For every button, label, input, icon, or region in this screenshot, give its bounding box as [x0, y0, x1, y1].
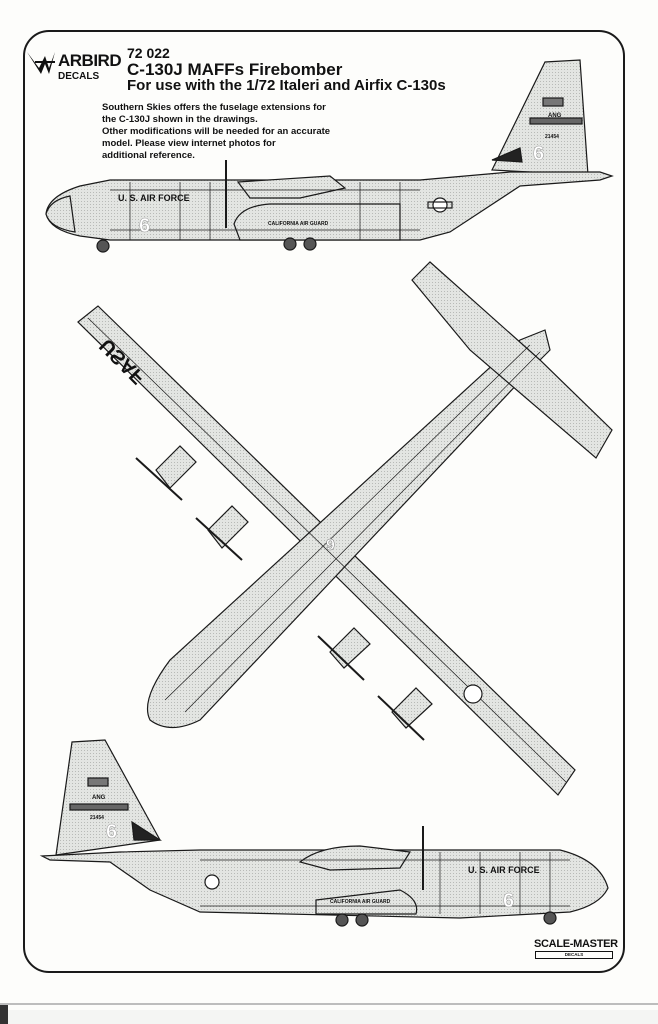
note-line: Other modifications will be needed for a…	[102, 126, 331, 137]
warbird-logo-icon	[27, 52, 55, 74]
catalog-number: 72 022	[127, 45, 170, 61]
top-view-drawing	[77, 261, 613, 796]
scale-master-bar: DECALS	[535, 951, 613, 959]
center-number: 9	[326, 537, 335, 554]
fuselage-number: 6	[503, 890, 514, 912]
tail-text: ANG	[92, 795, 106, 801]
sheet-border	[23, 30, 625, 973]
logo-subtitle: DECALS	[58, 71, 100, 82]
scan-shadow	[0, 1005, 8, 1024]
fuselage-text: U. S. AIR FORCE	[118, 193, 190, 203]
note-line: the C-130J shown in the drawings.	[102, 114, 258, 125]
left-profile-drawing	[45, 59, 614, 253]
scale-master-brand: SCALE-MASTER	[534, 938, 618, 950]
tail-number: 6	[106, 821, 117, 843]
note-line: Southern Skies offers the fuselage exten…	[102, 102, 326, 113]
note-line: additional reference.	[102, 150, 195, 161]
module-text: CALIFORNIA AIR GUARD	[330, 899, 391, 905]
logo-wordmark: ARBIRD	[58, 51, 122, 70]
tail-text: ANG	[548, 113, 562, 119]
tail-serial: 21454	[545, 134, 559, 140]
tail-serial: 21454	[90, 815, 104, 821]
page-edge	[0, 1003, 658, 1005]
module-text: CALIFORNIA AIR GUARD	[268, 221, 329, 227]
tail-number: 6	[533, 143, 544, 165]
sheet-title: C-130J MAFFs Firebomber	[127, 60, 343, 79]
fuselage-text: U. S. AIR FORCE	[468, 865, 540, 875]
notes-block: Southern Skies offers the fuselage exten…	[102, 102, 362, 162]
note-line: model. Please view internet photos for	[102, 138, 276, 149]
fuselage-number: 6	[139, 215, 150, 237]
right-profile-drawing	[39, 739, 609, 927]
sheet-subtitle: For use with the 1/72 Italeri and Airfix…	[127, 77, 446, 94]
